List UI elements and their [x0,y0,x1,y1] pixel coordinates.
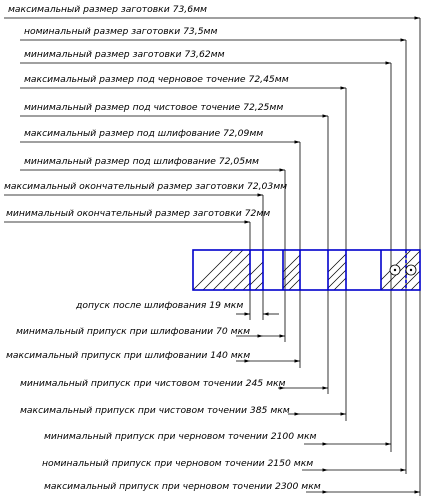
label-max-allowance-finish-turning: максимальный припуск при чистовом точени… [20,405,290,416]
label-min-size-grinding: минимальный размер под шлифование 72,05м… [24,156,259,167]
label-min-final-size: минимальный окончательный размер заготов… [6,208,270,219]
label-min-size-finish-turning: минимальный размер под чистовое точение … [24,102,283,113]
label-max-blank-size: максимальный размер заготовки 73,6мм [8,4,207,15]
extension-lines [249,18,421,496]
label-min-allowance-grinding: минимальный припуск при шлифовании 70 мк… [16,326,250,337]
label-tolerance-after-grinding: допуск после шлифования 19 мкм [75,300,243,311]
label-nominal-blank-size: номинальный размер заготовки 73,5мм [24,26,217,37]
hatch-core [193,250,250,290]
label-nominal-allowance-rough-turning: номинальный припуск при черновом точении… [42,458,313,469]
label-min-allowance-rough-turning: минимальный припуск при черновом точении… [44,431,317,442]
bottom-dimension-lines [236,312,420,494]
label-max-final-size: максимальный окончательный размер загото… [4,181,287,192]
hatch-finish-layer [283,254,300,290]
hatch-grinding-layer [250,261,263,290]
bottom-labels: допуск после шлифования 19 мкм минимальн… [6,300,321,492]
hatch-rough-layer [328,253,346,290]
workpiece-outline [192,249,421,291]
label-max-allowance-rough-turning: максимальный припуск при черновом точени… [44,481,321,492]
label-max-allowance-grinding: максимальный припуск при шлифовании 140 … [6,350,250,361]
tolerance-circle-icon [405,264,417,276]
label-min-allowance-finish-turning: минимальный припуск при чистовом точении… [20,378,286,389]
label-max-size-rough-turning: максимальный размер под черновое точение… [24,74,289,85]
workpiece-section [192,249,421,291]
tolerance-circle-icon [389,264,401,276]
label-max-size-grinding: максимальный размер под шлифование 72,09… [24,128,263,139]
top-labels: максимальный размер заготовки 73,6мм ном… [4,4,289,219]
label-min-blank-size: минимальный размер заготовки 73,62мм [24,49,225,60]
top-dimension-lines [4,16,420,224]
